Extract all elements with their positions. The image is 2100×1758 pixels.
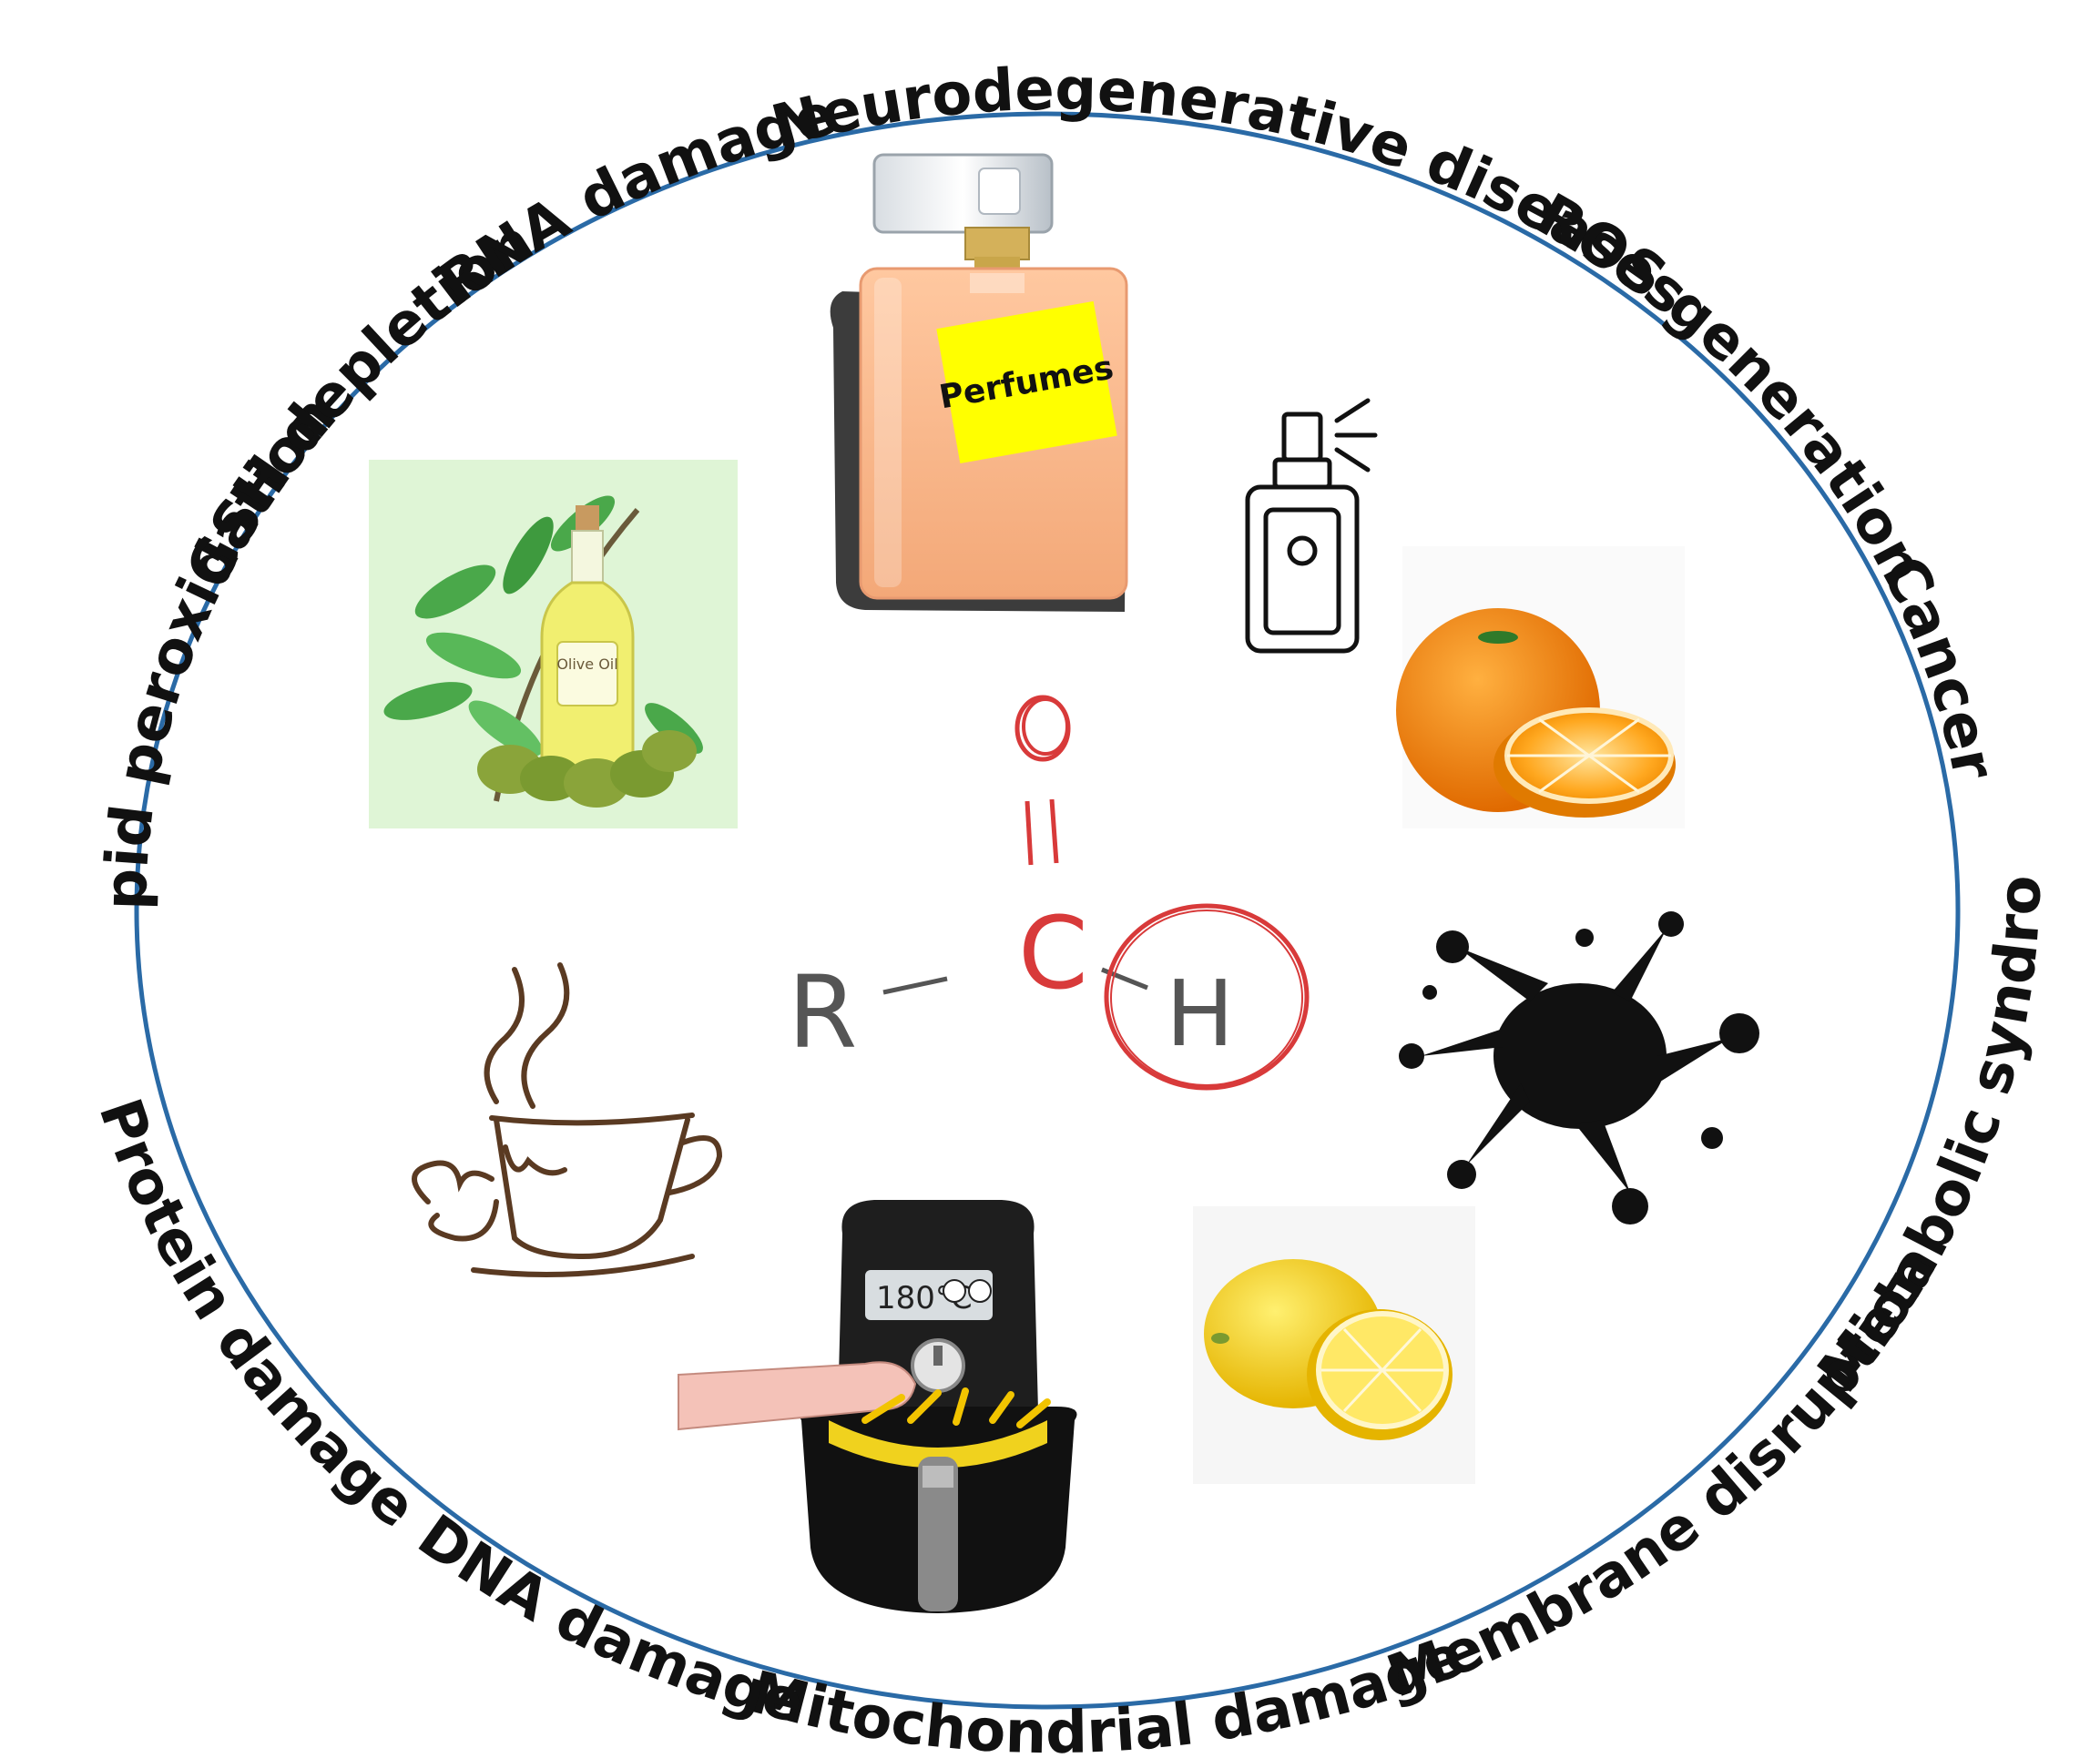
oil-splash-icon bbox=[1399, 911, 1759, 1225]
spray-bottle-icon bbox=[1245, 398, 1378, 654]
olive-oil-label: Olive Oil bbox=[556, 655, 617, 673]
aldehyde-structure: C R H bbox=[788, 695, 1310, 1091]
label-protein-damage: Protein damage bbox=[86, 1091, 428, 1541]
perfume-sticker bbox=[936, 300, 1117, 463]
label-dna-damage: DNA damage bbox=[405, 1502, 810, 1737]
label-mitochondrial-damage: Mitochondrial damage bbox=[743, 1621, 1473, 1758]
label-cancer: Cancer bbox=[1868, 545, 2007, 785]
olive-oil-icon: Olive Oil bbox=[369, 460, 738, 828]
atom-h: H bbox=[1166, 960, 1234, 1067]
outer-ring bbox=[134, 111, 1961, 1710]
perfume-bottle-icon: Perfumes bbox=[830, 153, 1128, 612]
orange-icon bbox=[1396, 546, 1685, 828]
lemon-icon bbox=[1193, 1206, 1475, 1484]
label-rna-damage: RNA damage bbox=[426, 81, 841, 318]
air-fryer-icon: 180°C bbox=[678, 1200, 1077, 1613]
atom-r: R bbox=[788, 954, 857, 1071]
atom-c: C bbox=[1018, 895, 1088, 1011]
label-ros-generation: ROS generation bbox=[1525, 181, 1937, 595]
coffee-cup-icon bbox=[412, 962, 723, 1277]
